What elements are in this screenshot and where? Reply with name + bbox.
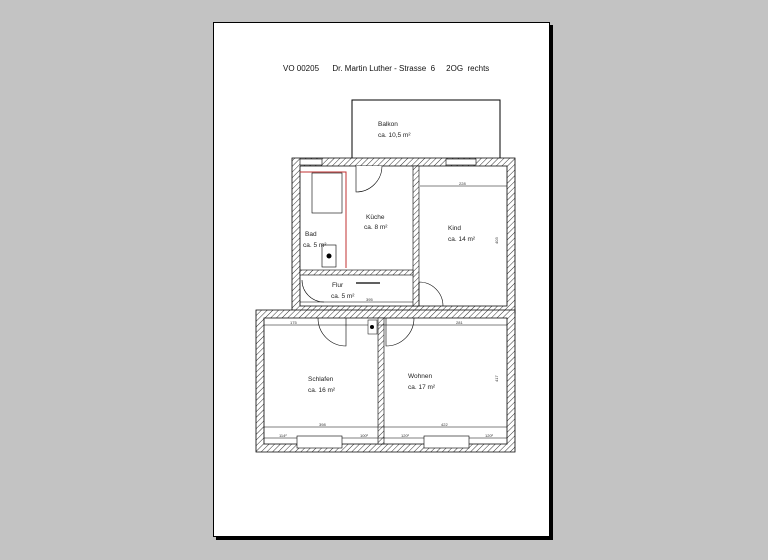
wall-kind-kueche — [412, 165, 420, 307]
room-name: Wohnen — [408, 373, 432, 380]
wall-schlafen-wohnen — [377, 317, 385, 445]
document-header: VO 00205 Dr. Martin Luther - Strasse 6 2… — [283, 64, 490, 73]
dimension-label: 398 — [319, 422, 326, 427]
room-area: ca. 10,5 m² — [378, 132, 411, 139]
dimension-label: 120² — [485, 433, 494, 438]
dimension-label: 114² — [279, 433, 287, 438]
window — [299, 158, 323, 166]
wall-flur — [299, 269, 414, 276]
dimension-label: 422 — [441, 422, 448, 427]
window — [445, 158, 477, 166]
dimension-label: 281 — [456, 320, 463, 325]
door — [301, 279, 325, 303]
room-area: ca. 17 m² — [408, 384, 436, 391]
room-name: Küche — [366, 214, 385, 221]
room-name: Schlafen — [308, 376, 334, 383]
room-area: ca. 5 m² — [303, 242, 327, 249]
dimension-label: 120² — [401, 433, 410, 438]
dimension-label: 175 — [290, 320, 297, 325]
room-area: ca. 5 m² — [331, 293, 355, 300]
dimension-label: 100² — [360, 433, 369, 438]
bath-outline — [300, 171, 347, 268]
dimension-label: 403 — [494, 237, 499, 244]
window — [423, 435, 470, 449]
window — [296, 435, 343, 449]
outer-wall-lower — [255, 309, 516, 453]
door — [385, 317, 415, 347]
door — [317, 317, 347, 347]
room-name: Bad — [305, 231, 317, 238]
room-area: ca. 8 m² — [364, 224, 388, 231]
room-area: ca. 16 m² — [308, 387, 336, 394]
room-area: ca. 14 m² — [448, 236, 476, 243]
dimension-label: 417 — [494, 375, 499, 382]
room-name: Balkon — [378, 121, 398, 128]
room-name: Kind — [448, 225, 461, 232]
outer-wall-upper — [291, 157, 516, 315]
room-name: Flur — [332, 282, 344, 289]
door — [355, 165, 383, 193]
dimension-label: 395 — [366, 297, 373, 302]
door — [418, 281, 444, 307]
balcony — [351, 99, 501, 161]
dimension-label: 228 — [459, 181, 466, 186]
